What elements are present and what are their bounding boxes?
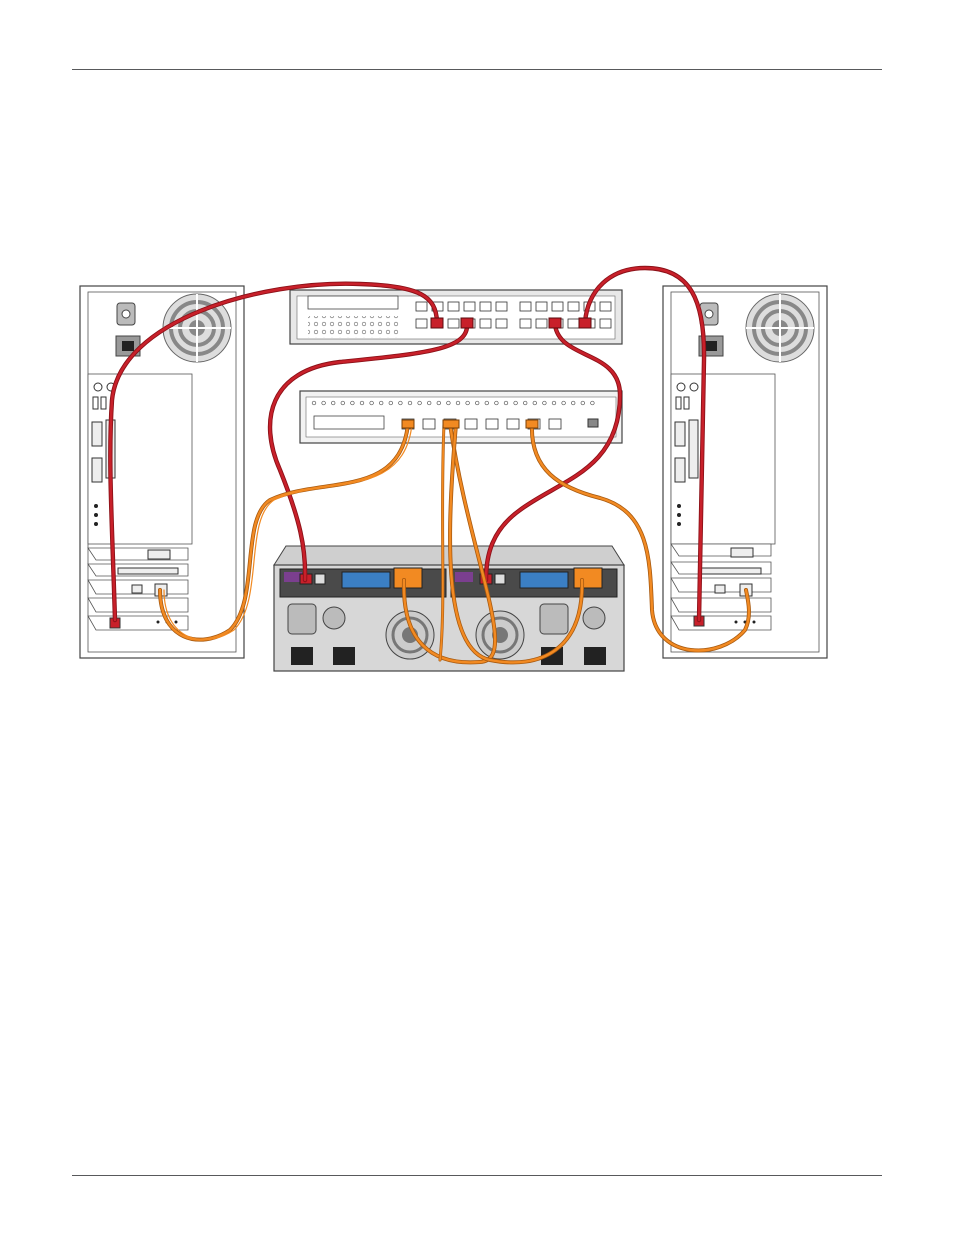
switch-label-plate: [308, 296, 398, 309]
power-switch-icon: [117, 303, 135, 325]
server-tower-right: [663, 286, 827, 658]
power-socket-icon: [291, 647, 313, 665]
ethernet-port-icon: [536, 302, 547, 311]
fc-port-icon: [465, 419, 477, 429]
fc-switch-label-plate: [314, 416, 384, 429]
ethernet-port-icon: [496, 302, 507, 311]
ethernet-port-icon: [568, 319, 579, 328]
fan-icon: [476, 611, 524, 659]
fc-host-port-icon: [574, 568, 602, 588]
ethernet-port-icon: [480, 319, 491, 328]
ethernet-port-icon: [448, 302, 459, 311]
ethernet-port-icon: [416, 302, 427, 311]
fc-port-icon: [423, 419, 435, 429]
fan-icon: [386, 611, 434, 659]
ethernet-port-icon: [416, 319, 427, 328]
ethernet-port-icon: [520, 319, 531, 328]
serial-port-icon: [455, 572, 473, 582]
ethernet-port-icon: [600, 302, 611, 311]
power-socket-icon: [584, 647, 606, 665]
ethernet-port-icon: [480, 302, 491, 311]
power-socket-icon: [333, 647, 355, 665]
fc-port-icon: [507, 419, 519, 429]
fc-port-icon: [486, 419, 498, 429]
ethernet-cable: [270, 325, 467, 580]
ethernet-switch: [290, 290, 622, 344]
vga-port-icon: [148, 550, 170, 559]
controller-b: [451, 568, 617, 597]
host-port-group: [342, 572, 390, 588]
ethernet-port-icon: [600, 319, 611, 328]
serial-port-icon: [284, 572, 302, 582]
ethernet-port-icon: [496, 319, 507, 328]
fc-port-icon: [549, 419, 561, 429]
vga-port-icon: [731, 548, 753, 557]
fc-host-port-icon: [394, 568, 422, 588]
ethernet-port-icon: [520, 302, 531, 311]
ethernet-port-icon: [568, 302, 579, 311]
fan-grille-icon: [746, 294, 814, 362]
fibre-channel-switch: [300, 391, 622, 443]
host-port-group: [520, 572, 568, 588]
ethernet-port-icon: [464, 302, 475, 311]
ethernet-port-icon: [448, 319, 459, 328]
vent-grille: [308, 316, 400, 338]
ethernet-port-icon: [536, 319, 547, 328]
ethernet-port-icon: [552, 302, 563, 311]
mgmt-port-icon: [588, 419, 598, 427]
